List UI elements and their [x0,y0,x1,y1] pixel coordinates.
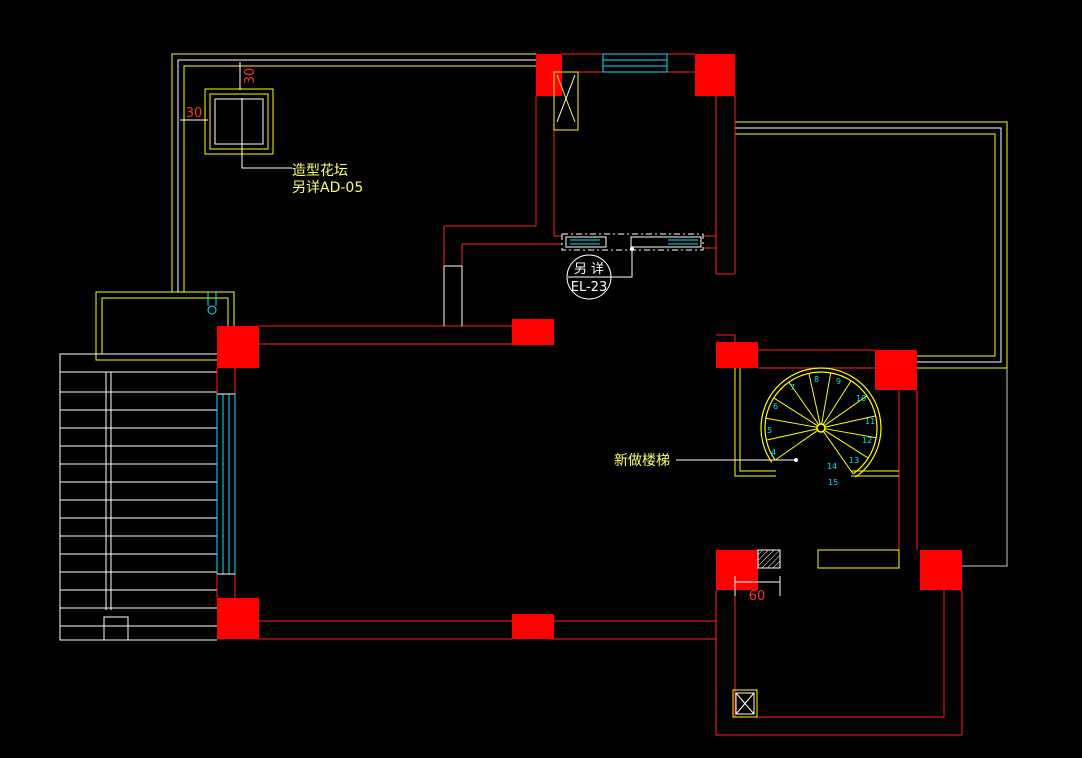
detail-reference-dot [630,247,634,251]
spiral-stair-tread [773,397,818,427]
terrace-outline-left-inner [177,59,536,292]
wall-columns [217,54,962,639]
spiral-stair-tread [821,372,832,425]
spiral-stair-center-post [816,423,826,433]
spiral-stair-tread [788,381,820,426]
left-yellow-box [95,291,235,361]
stair-step-5: 5 [767,426,772,435]
exterior-stair-left [59,353,217,641]
detail-reference-bottom: EL-23 [571,280,607,295]
stair-step-4: 4 [771,448,776,457]
planter-box [204,88,274,155]
shaft-bottom-x [735,692,755,715]
stair-step-numbers: 4 5 6 7 8 9 10 11 12 13 14 15 [767,375,875,487]
stair-step-9: 9 [836,377,841,386]
wall-lines [216,53,963,736]
stair-step-6: 6 [773,402,778,411]
stair-step-12: 12 [862,436,872,445]
spiral-stair-tread [824,429,869,459]
shaft-bottom [732,689,758,718]
spiral-stair-arc [760,367,882,478]
planter-dimension-marks [180,62,292,169]
ledge-slab [817,549,900,569]
stair-step-11: 11 [865,417,875,426]
terrace-outline-left [171,53,536,292]
planter-label-line1: 造型花坛 [292,163,348,179]
stair-step-13: 13 [849,456,859,465]
spiral-stair-tread [774,429,819,461]
shaft-top-x [556,74,576,123]
wall-width-dimension: 60 [749,589,766,604]
spiral-stair-tread [824,415,876,428]
spiral-stair-tread [823,395,868,427]
window-left [216,393,236,575]
spiral-stair-tread [824,428,877,439]
door-jamb-lines [443,265,463,326]
stair-room-outline [734,368,899,477]
stair-step-8: 8 [814,375,819,384]
spiral-stair-tread [822,380,852,425]
stair-step-15: 15 [828,478,838,487]
terrace-edge-line [962,368,1008,567]
stair-step-7: 7 [790,383,795,392]
drain-fixture [207,292,217,315]
terrace-outline-right-inner [735,127,1002,363]
spiral-stair-arc [764,371,878,475]
window-top [602,53,668,73]
detail-reference-bubble [566,249,633,300]
detail-reference-top: 另 详 [574,262,604,277]
terrace-outline-right [735,121,1008,369]
window-left-bottom-gap [217,393,235,575]
spiral-stair-tread [808,373,821,425]
planter-width-dimension: 30 [186,106,203,121]
spiral-stair [760,367,882,478]
window-middle [570,239,698,245]
stair-label: 新做楼梯 [614,453,670,469]
wall-dimension-marks [734,576,781,596]
planter-height-dimension: 30 [243,68,258,85]
stair-step-14: 14 [827,462,837,471]
wall-column-hatched [757,549,781,569]
spiral-stair-tread [765,417,818,428]
spiral-stair-tread [766,428,818,441]
stair-step-10: 10 [856,394,866,403]
planter-label-line2: 另详AD-05 [292,180,363,196]
spiral-stair-tread [822,430,854,475]
planter-box-inner [214,98,264,145]
stair-leader-dot [794,458,798,462]
window-middle-panels [565,236,702,248]
